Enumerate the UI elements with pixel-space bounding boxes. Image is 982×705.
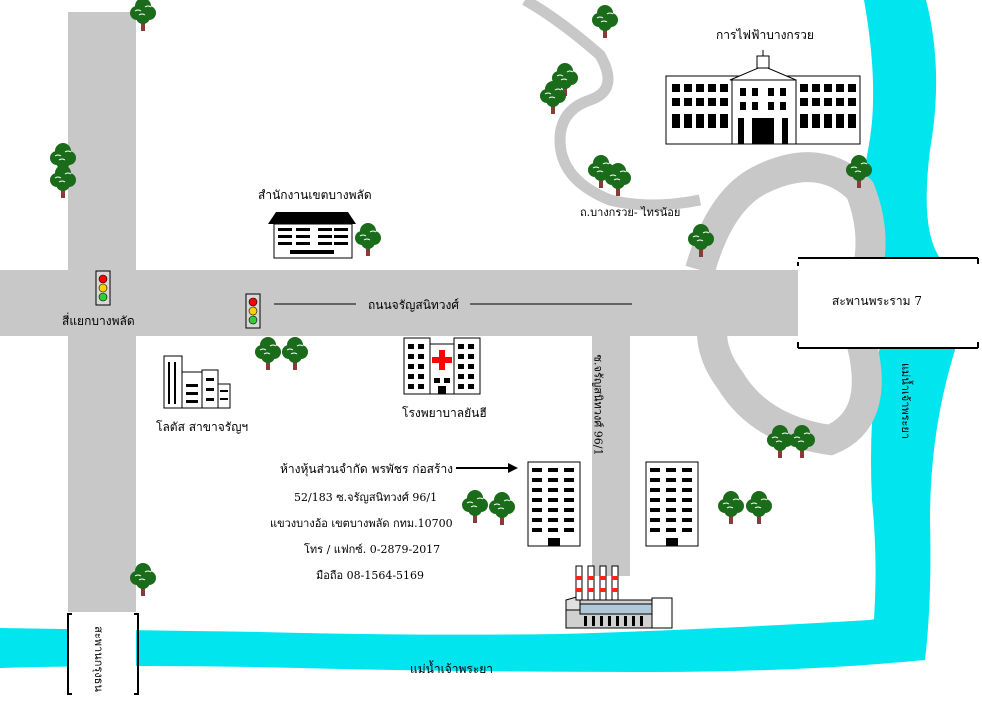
company-address-line2: แขวงบางอ้อ เขตบางพลัด กทม.10700 — [270, 517, 453, 530]
company-building-right — [645, 461, 699, 547]
side-road — [522, 0, 702, 211]
company-address-line1: 52/183 ซ.จรัญสนิทวงศ์ 96/1 — [294, 491, 438, 504]
soi-road-label: ซ.จรัญสนิทวงศ์ 96/1 — [591, 354, 605, 456]
electricity-building — [665, 50, 861, 145]
district-office-label: สำนักงานเขตบางพลัด — [258, 188, 372, 202]
lotus-building — [163, 355, 231, 409]
left-road — [68, 12, 136, 612]
krungthon-bridge — [68, 612, 136, 704]
company-arrow — [456, 463, 518, 473]
river-right-label: แม่น้ำเจ้าพระยา — [899, 362, 913, 440]
company-phone: โทร / แฟกซ์. 0-2879-2017 — [304, 543, 441, 556]
district-office-building — [268, 212, 356, 259]
hospital-label: โรงพยาบาลยันฮี — [402, 406, 487, 420]
company-mobile: มือถือ 08-1564-5169 — [316, 569, 425, 582]
intersection-label: สี่แยกบางพลัด — [62, 314, 135, 328]
river-bottom-label: แม่น้ำเจ้าพระยา — [410, 662, 494, 676]
factory-icon — [565, 565, 673, 629]
rama7-bridge-label: สะพานพระราม 7 — [832, 294, 922, 308]
side-road-label: ถ.บางกรวย- ไทรน้อย — [580, 206, 681, 219]
krungthon-bridge-label: สะพานกรุงธน — [91, 626, 105, 692]
rama7-bridge — [798, 258, 982, 348]
electricity-label: การไฟฟ้าบางกรวย — [716, 28, 814, 42]
company-building-left — [527, 461, 581, 547]
company-name: ห้างหุ้นส่วนจำกัด พรพัชร ก่อสร้าง — [280, 462, 454, 476]
main-road-label: ถนนจรัญสนิทวงศ์ — [368, 298, 460, 312]
river-bottom — [0, 610, 925, 672]
lotus-label: โลตัส สาขาจรัญฯ — [156, 420, 249, 434]
hospital-icon — [403, 337, 481, 395]
soi-road — [592, 336, 630, 576]
